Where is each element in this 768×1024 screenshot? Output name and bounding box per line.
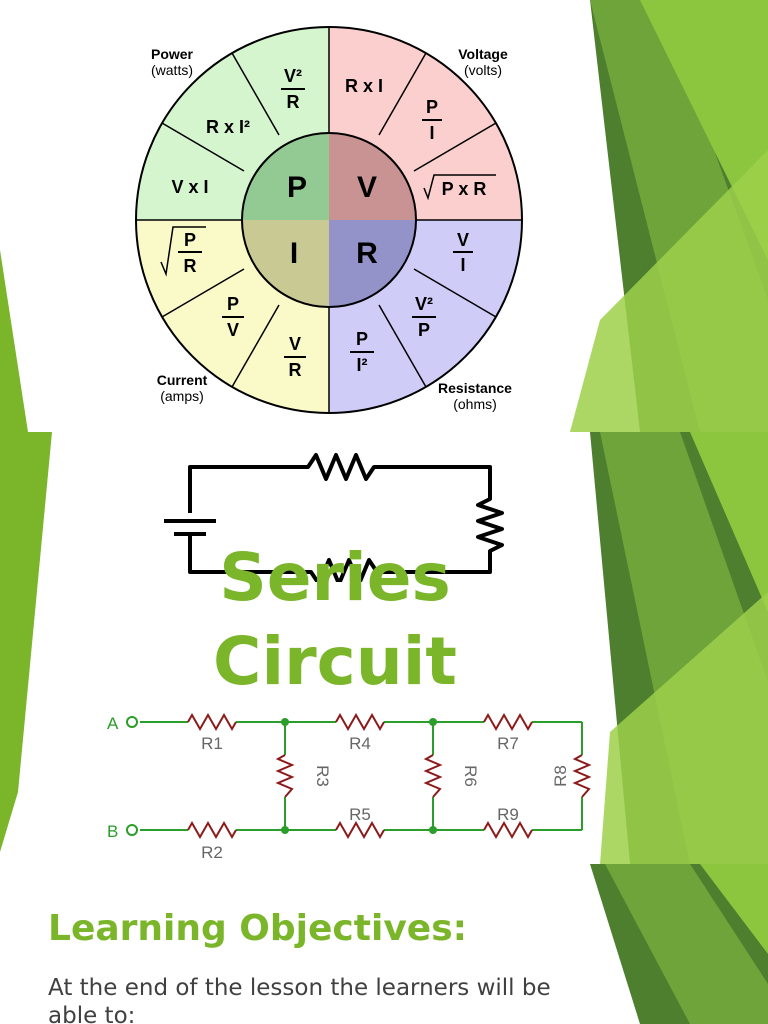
formula-p-v2r-denominator: R	[287, 92, 300, 112]
letter-i: I	[290, 237, 298, 270]
resistor-label-r4: R4	[349, 734, 371, 753]
resistor-label-r3: R3	[313, 765, 332, 787]
slide-body-text: At the end of the lesson the learners wi…	[48, 975, 551, 1024]
label-resistance: Resistance	[438, 380, 512, 396]
slide-title-line-2: Circuit	[213, 623, 457, 700]
label-current: Current	[157, 372, 208, 388]
formula-v-rxi: R x I	[345, 76, 383, 96]
label-resistance-unit: (ohms)	[453, 396, 497, 412]
sqrt-sign-icon	[423, 174, 496, 201]
formula-v-pi-numerator: P	[426, 97, 438, 117]
wheel-outline	[135, 26, 523, 414]
formula-p-rxi2: R x I²	[206, 117, 250, 137]
formula-i-sqrt-pr-denominator: R	[184, 256, 197, 276]
resistor-zigzags	[187, 712, 592, 840]
resistor-label-r5: R5	[349, 805, 371, 824]
resistor-label-r1: R1	[201, 734, 223, 753]
formula-r-pi2-numerator: P	[356, 329, 368, 349]
series-circuit-diagram	[164, 453, 504, 582]
formula-p-vxi: V x I	[171, 177, 208, 197]
inner-circle-outline	[241, 132, 417, 308]
label-voltage-unit: (volts)	[464, 62, 502, 78]
resistor-network-diagram: A B R1 R2 R4 R5 R7 R9 R3 R6 R8	[100, 707, 600, 862]
resistor-label-r2: R2	[201, 843, 223, 862]
terminal-b-label: B	[107, 822, 118, 841]
slide-decoration	[0, 432, 768, 864]
formula-r-v2p-denominator: P	[418, 320, 430, 340]
circuit-wire	[188, 453, 504, 582]
inner-voltage	[329, 133, 416, 220]
formula-r-vi-numerator: V	[457, 230, 469, 250]
slide-decoration	[590, 864, 768, 1024]
letter-v: V	[357, 171, 377, 204]
letter-p: P	[287, 171, 307, 204]
right-green-shard-bright	[570, 150, 768, 432]
formula-v-pi-denominator: I	[429, 123, 434, 143]
formula-i-pv-denominator: V	[227, 320, 239, 340]
terminal-a-label: A	[107, 714, 119, 733]
slide-ohms-law-wheel: P V I R V² R R x I² V x I R x I P I P x …	[0, 0, 768, 432]
formula-i-pv-numerator: P	[227, 294, 239, 314]
formula-i-vr-numerator: V	[289, 334, 301, 354]
resistor-label-r8: R8	[551, 765, 570, 787]
inner-current	[242, 220, 329, 307]
resistor-label-r7: R7	[497, 734, 519, 753]
label-current-unit: (amps)	[160, 388, 204, 404]
slide-heading: Learning Objectives:	[48, 908, 468, 949]
formula-i-sqrt-pr-numerator: P	[184, 230, 196, 250]
label-voltage: Voltage	[458, 46, 508, 62]
right-green-shard-mid	[605, 864, 768, 1024]
right-green-shard-bright	[600, 592, 768, 864]
formula-r-pi2-denominator: I²	[357, 355, 368, 375]
formula-i-vr-denominator: R	[289, 360, 302, 380]
sqrt-sign-icon	[160, 226, 206, 277]
resistor-label-r6: R6	[461, 765, 480, 787]
slide-decoration	[0, 0, 768, 432]
label-power: Power	[151, 46, 194, 62]
slide-learning-objectives: Learning Objectives: At the end of the l…	[0, 864, 768, 1024]
formula-p-v2r-numerator: V²	[284, 66, 302, 86]
inner-power	[242, 133, 329, 220]
inner-resistance	[329, 220, 416, 307]
terminal-b-node	[126, 824, 138, 836]
left-green-shard	[0, 432, 52, 852]
slide-series-circuit: Series Circuit	[0, 432, 768, 864]
label-power-unit: (watts)	[151, 62, 193, 78]
letter-r: R	[356, 237, 378, 270]
slide-title-line-1: Series	[219, 539, 451, 616]
right-green-shard-light	[690, 432, 768, 612]
right-green-shard-light	[700, 864, 768, 954]
terminal-a-node	[126, 716, 138, 728]
ohms-law-wheel: P V I R V² R R x I² V x I R x I P I P x …	[135, 26, 523, 414]
resistor-label-r9: R9	[497, 805, 519, 824]
formula-r-v2p-numerator: V²	[415, 294, 433, 314]
formula-v-sqrt-pxr: P x R	[442, 179, 487, 199]
left-green-shard	[0, 250, 28, 432]
formula-r-vi-denominator: I	[460, 255, 465, 275]
